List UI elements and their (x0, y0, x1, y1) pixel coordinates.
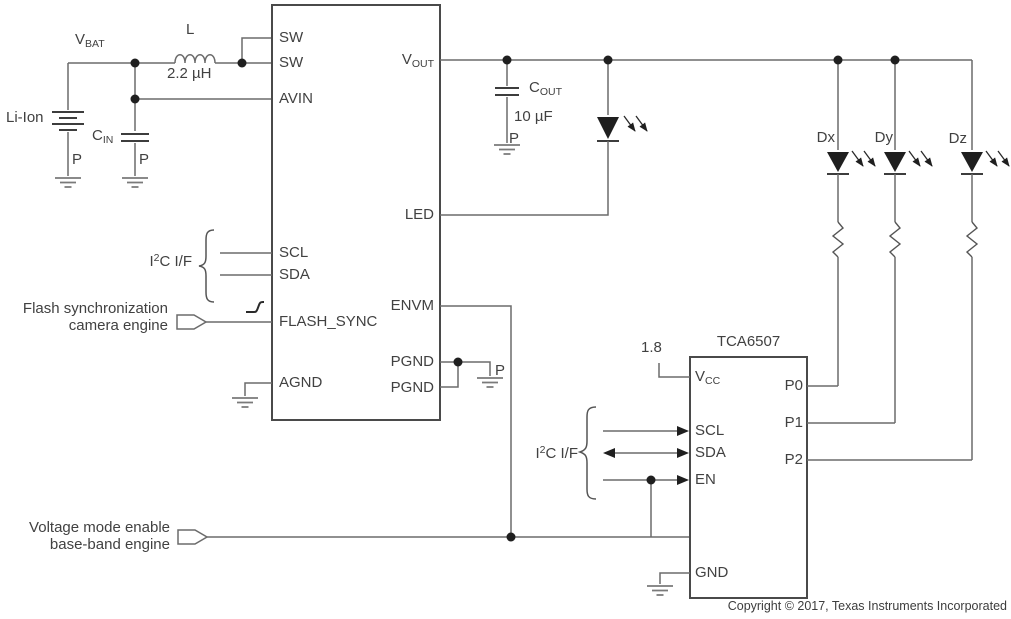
sda-arrowhead-right (677, 448, 689, 458)
led-label-dx: Dx (816, 129, 835, 146)
battery-symbol (52, 111, 84, 131)
pin-label-envm: ENVM (390, 297, 434, 314)
vbat-main: V (75, 31, 86, 48)
cin-main: C (92, 127, 103, 144)
sda-arrowhead-left (603, 448, 615, 458)
pin-label-flash-sync: FLASH_SYNC (279, 313, 378, 330)
tca-ground-symbol (646, 585, 674, 596)
inductor-name-label: L (186, 21, 195, 38)
agnd-ground-symbol (231, 397, 259, 408)
resistor-dx (831, 221, 845, 258)
en-arrowhead (677, 475, 689, 485)
driver-ic-outline (271, 4, 441, 421)
i2c-if-label-main: I2C I/F (149, 250, 192, 270)
scl-arrowhead (677, 426, 689, 436)
battery-ground-symbol (54, 177, 82, 188)
tca-pin-label-p0: P0 (784, 377, 803, 394)
cin-capacitor-symbol (121, 133, 149, 142)
flash-led-diode (597, 117, 619, 139)
cin-ground-p-label: P (139, 151, 150, 168)
cout-label: COUT (529, 79, 562, 101)
flash-sync-buffer-symbol (176, 314, 208, 330)
pin-label-scl: SCL (279, 244, 309, 261)
resistor-dy (888, 221, 902, 258)
cin-sub: IN (102, 134, 114, 146)
tca-pin-label-scl: SCL (695, 422, 725, 439)
junction-dots (130, 55, 900, 542)
pin-label-pgnd2: PGND (390, 379, 434, 396)
inductor-value-label: 2.2 µH (167, 65, 212, 82)
led-dx-diode (827, 152, 849, 172)
tca-vcc-value-label: 1.8 (641, 339, 662, 356)
pin-label-avin: AVIN (279, 90, 313, 107)
cout-value-label: 10 µF (514, 108, 553, 125)
vbat-label: VBAT (75, 31, 105, 53)
led-label-dz: Dz (948, 130, 967, 147)
flash-sync-source-line1: Flash synchronization (22, 300, 168, 317)
i2c-if-label-tca: I2C I/F (535, 442, 578, 462)
pgnd-ground-symbol (476, 377, 504, 388)
tca6507-title: TCA6507 (716, 333, 781, 350)
output-stage-wires (440, 59, 973, 216)
tca6507-wires (577, 363, 972, 596)
copyright-notice: Copyright © 2017, Texas Instruments Inco… (727, 599, 1007, 613)
battery-ground-p-label: P (72, 151, 83, 168)
rising-edge-icon (246, 301, 264, 313)
i2c-tca-exp: 2 (539, 444, 546, 456)
driver-control-wires (176, 229, 272, 408)
tca-vcc-sub: CC (705, 375, 721, 387)
i2c-brace-tca (577, 406, 597, 500)
tca-vcc-main: V (695, 368, 706, 385)
vout-main: V (401, 51, 412, 68)
tca-pin-label-sda: SDA (695, 444, 726, 461)
vout-sub: OUT (411, 58, 434, 70)
tca-pin-label-en: EN (695, 471, 716, 488)
battery-type-label: Li-Ion (6, 109, 44, 126)
input-stage-wires (52, 37, 272, 188)
i2c-tca-rest: C I/F (545, 445, 579, 462)
pin-label-sw1: SW (279, 29, 304, 46)
envm-pgnd-wires (177, 305, 690, 545)
envm-buffer-symbol (177, 529, 209, 545)
inductor-symbol (174, 54, 216, 64)
envm-source-line2: base-band engine (49, 536, 170, 553)
pin-label-sw2: SW (279, 54, 304, 71)
cin-label: CIN (92, 127, 113, 149)
i2c-tca-i: I (535, 445, 540, 462)
pin-label-pgnd1: PGND (390, 353, 434, 370)
resistor-dz (965, 221, 979, 258)
tca-pin-label-gnd: GND (695, 564, 729, 581)
i2c-main-exp: 2 (153, 252, 160, 264)
i2c-main-rest: C I/F (159, 253, 193, 270)
led-dy-diode (884, 152, 906, 172)
cin-ground-symbol (121, 177, 149, 188)
cout-capacitor-symbol (495, 87, 519, 96)
led-label-dy: Dy (874, 129, 893, 146)
flash-sync-source-line2: camera engine (68, 317, 168, 334)
pin-label-agnd: AGND (279, 374, 323, 391)
tca-pin-label-p1: P1 (784, 414, 803, 431)
envm-source-line1: Voltage mode enable (29, 519, 170, 536)
vbat-sub: BAT (85, 38, 105, 50)
cout-main: C (529, 79, 540, 96)
pgnd-ground-p-label: P (495, 362, 506, 379)
pin-label-vout: VOUT (402, 51, 434, 73)
tca6507-outline (689, 356, 808, 599)
cout-sub: OUT (539, 86, 563, 98)
led-dz-diode (961, 152, 983, 172)
pin-label-sda: SDA (279, 266, 310, 283)
tca-pin-label-vcc: VCC (695, 368, 720, 390)
i2c-main-i: I (149, 253, 154, 270)
tca-pin-label-p2: P2 (784, 451, 803, 468)
indicator-led-columns (827, 60, 1010, 460)
i2c-brace-main (198, 229, 215, 303)
cout-ground-p-label: P (509, 130, 520, 147)
pin-label-led: LED (404, 206, 434, 223)
